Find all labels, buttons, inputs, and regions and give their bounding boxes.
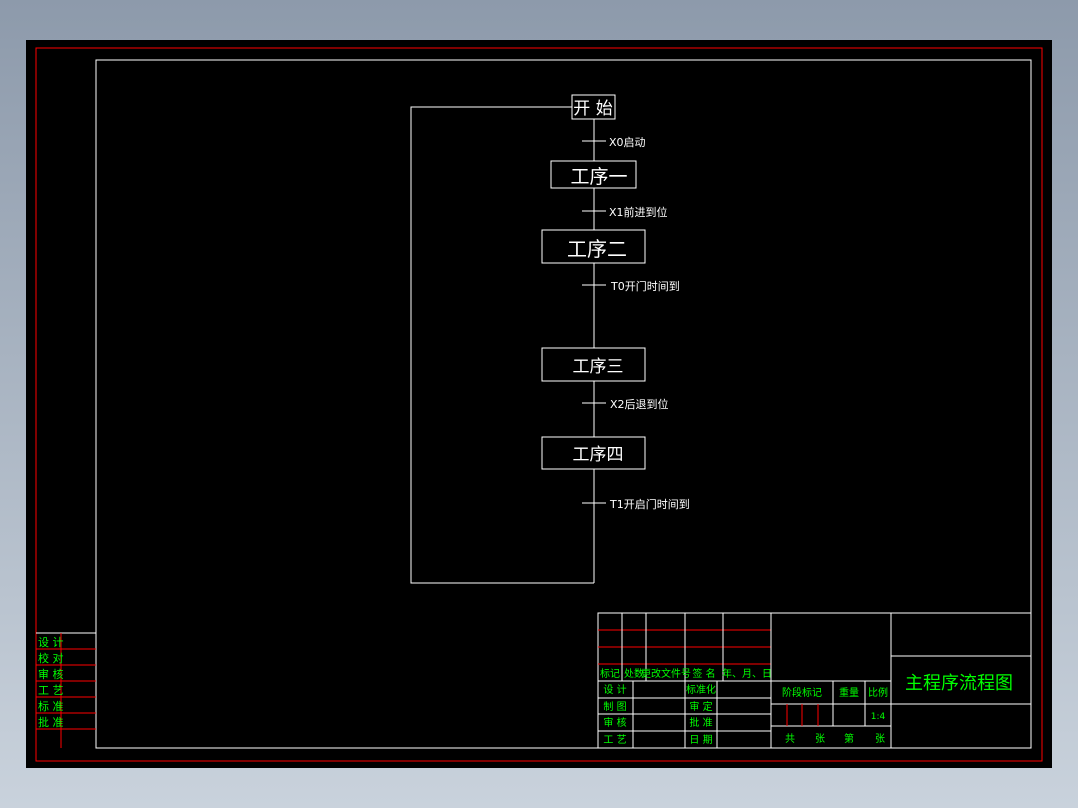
step-label-1: 工序一 <box>570 166 627 188</box>
step-label-3: 工序三 <box>573 357 624 377</box>
stage-label: 阶段标记 <box>782 686 822 699</box>
sign-row-4-a: 工 艺 <box>603 734 626 746</box>
sign-row-2-a: 制 图 <box>603 700 626 713</box>
left-signature-strip: 设 计 校 对 审 核 工 艺 标 准 批 准 <box>36 632 96 748</box>
title-block: 标记 处数 更改文件号 签 名 年、月、日 设 计 制 图 审 核 工 艺 标准… <box>597 612 1032 749</box>
step-label-4: 工序四 <box>573 445 624 465</box>
start-box <box>571 94 616 120</box>
transition-label-2: X1前进到位 <box>609 205 668 219</box>
drawing-sheet: 开 始 工序一 工序二 工序三 工序四 X0启动 X1前进到位 T0开门时间到 … <box>26 40 1052 768</box>
step-box-4 <box>541 436 646 470</box>
sign-row-3-b: 批 准 <box>689 716 712 729</box>
sign-row-2-b: 审 定 <box>689 700 712 713</box>
transition-label-4: X2后退到位 <box>610 397 669 411</box>
strip-label-6: 批 准 <box>38 715 64 729</box>
start-label: 开 始 <box>573 99 612 119</box>
sheet-number-unit: 张 <box>875 733 885 745</box>
strip-label-4: 工 艺 <box>38 684 64 697</box>
step-box-2 <box>541 229 646 264</box>
rev-header-sign: 签 名 <box>692 667 715 680</box>
drawing-title: 主程序流程图 <box>905 673 1013 694</box>
transition-label-1: X0启动 <box>609 136 646 149</box>
scale-value: 1:4 <box>871 712 886 722</box>
rev-header-docno: 更改文件号 <box>641 667 691 680</box>
rev-header-count: 处数 <box>624 667 644 680</box>
sheet-total-unit: 张 <box>815 733 825 745</box>
strip-label-3: 审 核 <box>38 667 64 681</box>
inner-frame <box>95 59 1032 749</box>
sheet-total-label: 共 <box>785 733 795 745</box>
step-box-3 <box>541 347 646 382</box>
outer-border <box>35 47 1043 762</box>
strip-label-1: 设 计 <box>38 636 64 649</box>
sign-row-1-b: 标准化 <box>686 683 716 696</box>
loop-back-line <box>410 106 594 584</box>
rev-header-date: 年、月、日 <box>722 667 772 680</box>
step-box-1 <box>550 160 637 189</box>
cad-drawing: 开 始 工序一 工序二 工序三 工序四 X0启动 X1前进到位 T0开门时间到 … <box>35 47 1043 762</box>
sign-row-3-a: 审 核 <box>603 716 626 729</box>
weight-label: 重量 <box>839 686 859 699</box>
strip-label-5: 标 准 <box>38 699 64 713</box>
sign-row-1-a: 设 计 <box>603 683 626 696</box>
sheet-number-label: 第 <box>844 732 854 745</box>
flowchart: 开 始 工序一 工序二 工序三 工序四 X0启动 X1前进到位 T0开门时间到 … <box>410 94 690 584</box>
rev-header-mark: 标记 <box>600 668 620 680</box>
sign-row-4-b: 日 期 <box>689 734 712 746</box>
transition-label-5: T1开启门时间到 <box>609 497 690 511</box>
step-label-2: 工序二 <box>567 237 627 261</box>
transition-label-3: T0开门时间到 <box>610 279 680 293</box>
strip-label-2: 校 对 <box>38 651 64 665</box>
scale-label: 比例 <box>868 686 888 699</box>
